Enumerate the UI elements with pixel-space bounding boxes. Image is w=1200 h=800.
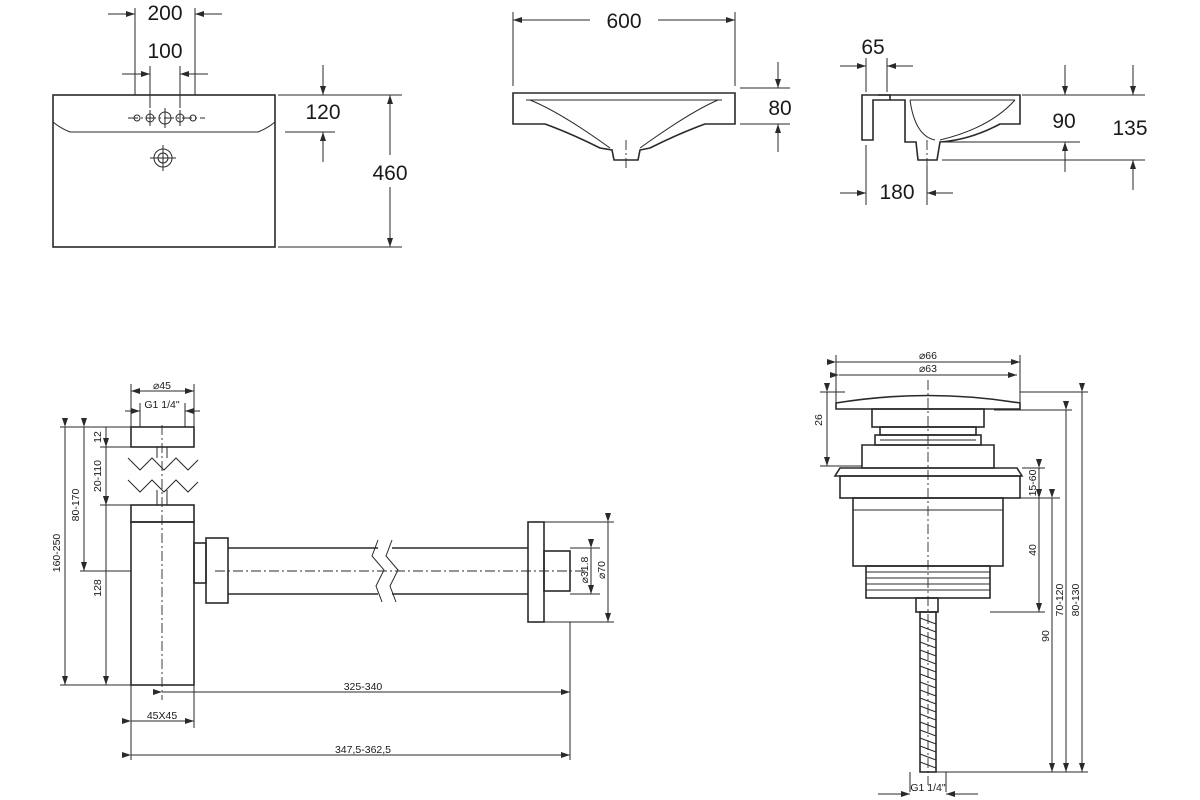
- siphon-body-top: [130, 504, 195, 523]
- tap-holes: [128, 108, 205, 128]
- dim-valve-70-120-label: 70-120: [1054, 583, 1066, 616]
- dim-valve-70-120: 70-120: [1054, 401, 1069, 772]
- dim-siphon-45x45-label: 45X45: [147, 710, 178, 722]
- dim-valve-63: ⌀63: [830, 363, 1017, 378]
- dim-80: 80: [740, 62, 792, 152]
- dim-siphon-overall-label: 347,5-362,5: [335, 744, 391, 756]
- basin-top-outline: [52, 94, 276, 248]
- dim-siphon-160-250-label: 160-250: [51, 534, 63, 573]
- dim-siphon-overall: 347,5-362,5: [122, 744, 570, 758]
- dim-siphon-70-label: ⌀70: [596, 561, 608, 579]
- dim-valve-66: ⌀66: [827, 350, 1020, 365]
- basin-top-bowl-edge: [52, 121, 276, 133]
- valve-flange: [833, 467, 1024, 477]
- dim-siphon-thread-label: G1 1/4": [144, 399, 180, 411]
- dim-valve-80-130: 80-130: [1070, 383, 1085, 772]
- basin-front-outline: [512, 92, 736, 161]
- basin-side-outline: [878, 94, 1021, 161]
- dim-siphon-31-8: ⌀31.8: [570, 539, 600, 595]
- dim-valve-90-label: 90: [1040, 630, 1052, 642]
- dim-siphon-45: ⌀45: [130, 380, 195, 427]
- dim-valve-63-label: ⌀63: [919, 363, 937, 375]
- dim-120-label: 120: [305, 101, 340, 124]
- dim-135-label: 135: [1112, 117, 1147, 140]
- dim-180: 180: [840, 145, 953, 205]
- drain-valve-view: ⌀66 ⌀63 26 15-60 40 70-120: [813, 350, 1088, 797]
- dim-siphon-325-340: 325-340: [153, 681, 570, 695]
- dim-siphon-12-label: 12: [92, 431, 104, 443]
- basin-side-wall: [861, 94, 891, 141]
- dim-valve-90: 90: [1040, 489, 1055, 772]
- basin-side-view: 65 180 90 135: [840, 36, 1148, 205]
- dim-180-label: 180: [879, 181, 914, 204]
- dim-siphon-80-170-label: 80-170: [70, 488, 82, 521]
- dim-200-label: 200: [147, 2, 182, 25]
- siphon-cap: [130, 426, 195, 448]
- dim-valve-26-label: 26: [813, 414, 825, 426]
- dim-valve-15-60: 15-60: [1027, 459, 1042, 498]
- dim-65-label: 65: [861, 36, 884, 59]
- dim-siphon-70: ⌀70: [544, 513, 614, 623]
- dim-siphon-80-170: 80-170: [70, 418, 131, 572]
- dim-100-label: 100: [147, 40, 182, 63]
- dim-siphon-128-label: 128: [92, 579, 104, 597]
- dim-90-label: 90: [1052, 110, 1075, 133]
- dim-siphon-20-110: 20-110: [92, 438, 109, 505]
- dim-100: 100: [122, 40, 208, 108]
- siphon-break-lower: [127, 479, 199, 493]
- dim-135: 135: [942, 65, 1148, 190]
- dim-600: 600: [512, 10, 736, 86]
- dim-valve-thread-label: G1 1/4": [910, 782, 946, 794]
- dim-valve-thread: G1 1/4": [878, 782, 978, 797]
- siphon-view: ⌀45 G1 1/4" 12 20-110 80-170 160: [51, 380, 614, 760]
- dim-200: 200: [108, 2, 222, 95]
- dim-65: 65: [840, 36, 913, 92]
- dim-siphon-325-340-label: 325-340: [344, 681, 383, 693]
- dim-80-label: 80: [768, 97, 791, 120]
- pipe-break-left: [371, 539, 385, 603]
- wall-flange: [527, 521, 545, 623]
- dim-siphon-thread: G1 1/4": [125, 399, 200, 427]
- dim-460-label: 460: [372, 162, 407, 185]
- dim-siphon-128: 128: [92, 496, 109, 685]
- dim-120: 120: [285, 65, 341, 162]
- pipe-break-right: [385, 539, 399, 603]
- dim-valve-66-label: ⌀66: [919, 350, 937, 362]
- dim-siphon-12: 12: [92, 427, 107, 447]
- siphon-break-upper: [127, 457, 199, 471]
- dim-460: 460: [278, 94, 408, 248]
- drain-hole: [150, 145, 176, 171]
- siphon-outlet-nut: [205, 537, 229, 604]
- dim-siphon-45-label: ⌀45: [153, 380, 171, 392]
- dim-siphon-160-250: 160-250: [51, 418, 68, 685]
- basin-top-view: 200 100 120 460: [52, 2, 408, 248]
- dim-valve-15-60-label: 15-60: [1027, 469, 1039, 496]
- dim-600-label: 600: [606, 10, 641, 33]
- dim-siphon-31-8-label: ⌀31.8: [579, 556, 591, 583]
- dim-90: 90: [942, 65, 1080, 172]
- dim-valve-40-label: 40: [1027, 544, 1039, 556]
- basin-front-view: 600 80: [512, 10, 792, 168]
- dim-valve-80-130-label: 80-130: [1070, 583, 1082, 616]
- dim-valve-40: 40: [1027, 489, 1042, 612]
- dim-siphon-20-110-label: 20-110: [92, 460, 104, 492]
- siphon-body: [130, 521, 195, 686]
- dim-valve-26: 26: [813, 383, 830, 466]
- dim-siphon-45x45: 45X45: [122, 710, 194, 724]
